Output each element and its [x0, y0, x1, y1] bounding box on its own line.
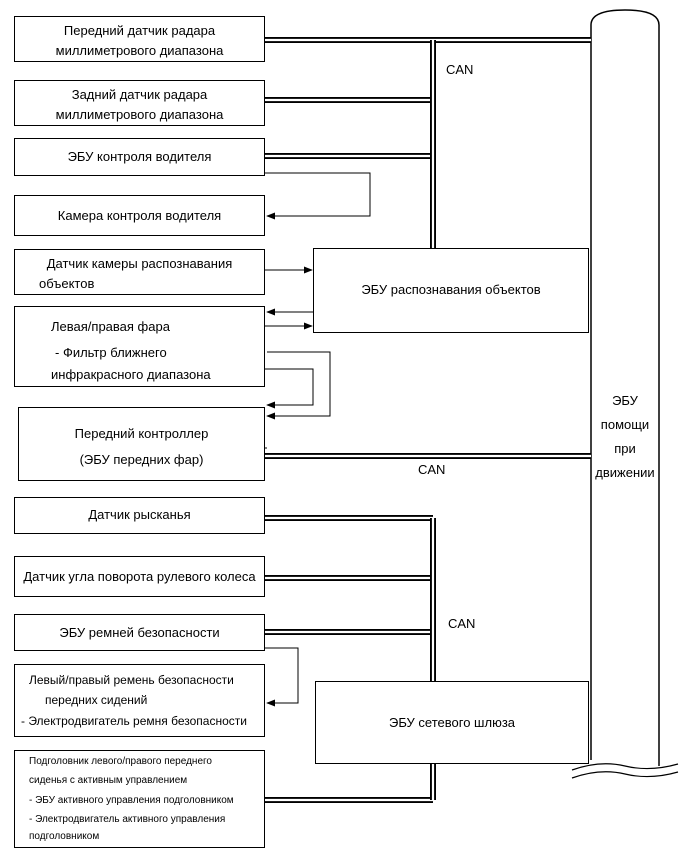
headlight-label-2: - Фильтр ближнего — [55, 345, 167, 360]
active-headrest-label-2: сиденья с активным управлением — [29, 775, 188, 786]
can-label-middle: CAN — [418, 462, 446, 477]
object-camera-sensor: Датчик камеры распознавания объектов — [14, 249, 265, 295]
headlight-unit: Левая/правая фара - Фильтр ближнего инфр… — [14, 306, 265, 387]
seatbelt-motor-label-2: передних сидений — [45, 693, 148, 707]
yaw-rate-sensor-label: Датчик рысканья — [88, 507, 191, 522]
rear-radar-label-1: Задний датчик радара — [71, 87, 208, 102]
drive-assist-ecu — [571, 9, 679, 779]
steering-angle-sensor: Датчик угла поворота рулевого колеса — [14, 556, 265, 597]
active-headrest-label-5: подголовником — [29, 831, 100, 842]
rear-radar-sensor: Задний датчик радара миллиметрового диап… — [14, 80, 265, 126]
active-headrest-label-3: - ЭБУ активного управления подголовником — [29, 795, 234, 806]
gateway-ecu-label: ЭБУ сетевого шлюза — [388, 715, 516, 730]
driver-monitor-ecu-label: ЭБУ контроля водителя — [67, 149, 212, 164]
arrow-seatbelt-ecu-to-motor — [265, 647, 299, 707]
object-camera-label-1: Датчик камеры распознавания — [46, 256, 233, 271]
drive-assist-ecu-line-4: движении — [595, 465, 655, 480]
drive-assist-ecu-label: ЭБУ помощи при движении — [591, 389, 659, 485]
break-line-1 — [571, 763, 679, 771]
arrow-headlight-controller-loop-a — [266, 351, 331, 420]
active-headrest-label-4: - Электродвигатель активного управления — [29, 814, 226, 825]
steering-angle-sensor-label: Датчик угла поворота рулевого колеса — [23, 569, 256, 584]
object-recognition-ecu: ЭБУ распознавания объектов — [313, 248, 589, 333]
driver-monitor-camera-label: Камера контроля водителя — [57, 208, 222, 223]
arrow-headlight-controller-loop-b — [265, 368, 314, 409]
break-line-2 — [571, 771, 679, 779]
active-headrest: Подголовник левого/правого переднего сид… — [14, 750, 265, 848]
active-headrest-label-1: Подголовник левого/правого переднего — [29, 756, 212, 767]
rear-radar-label-2: миллиметрового диапазона — [55, 107, 224, 122]
seatbelt-ecu: ЭБУ ремней безопасности — [14, 614, 265, 651]
front-controller-label-1: Передний контроллер — [74, 426, 209, 441]
front-radar-sensor: Передний датчик радара миллиметрового ди… — [14, 16, 265, 62]
front-radar-label-1: Передний датчик радара — [63, 23, 216, 38]
headlight-label-3: инфракрасного диапазона — [51, 367, 211, 382]
object-recognition-ecu-label: ЭБУ распознавания объектов — [361, 282, 541, 297]
driver-monitor-ecu: ЭБУ контроля водителя — [14, 138, 265, 176]
front-controller-label-2: (ЭБУ передних фар) — [79, 452, 204, 467]
drive-assist-ecu-line-1: ЭБУ — [612, 393, 638, 408]
front-radar-label-2: миллиметрового диапазона — [55, 43, 224, 58]
seatbelt-motor-label-1: Левый/правый ремень безопасности — [29, 673, 234, 687]
yaw-rate-sensor: Датчик рысканья — [14, 497, 265, 534]
can-label-top: CAN — [446, 62, 474, 77]
signal-arrows — [265, 172, 371, 707]
seatbelt-motor-label-3: - Электродвигатель ремня безопасности — [21, 714, 247, 728]
drive-assist-ecu-line-3: при — [614, 441, 636, 456]
drive-assist-ecu-body — [590, 9, 660, 766]
driver-monitor-camera: Камера контроля водителя — [14, 195, 265, 236]
gateway-ecu: ЭБУ сетевого шлюза — [315, 681, 589, 764]
arrow-driver-ecu-to-camera — [265, 172, 371, 220]
object-camera-label-2: объектов — [39, 276, 95, 291]
seatbelt-motor: Левый/правый ремень безопасности передни… — [14, 664, 265, 737]
drive-assist-ecu-line-2: помощи — [600, 417, 650, 432]
front-controller: Передний контроллер (ЭБУ передних фар) — [18, 407, 265, 481]
headlight-label-1: Левая/правая фара — [51, 319, 170, 334]
can-label-bottom: CAN — [448, 616, 476, 631]
seatbelt-ecu-label: ЭБУ ремней безопасности — [59, 625, 220, 640]
